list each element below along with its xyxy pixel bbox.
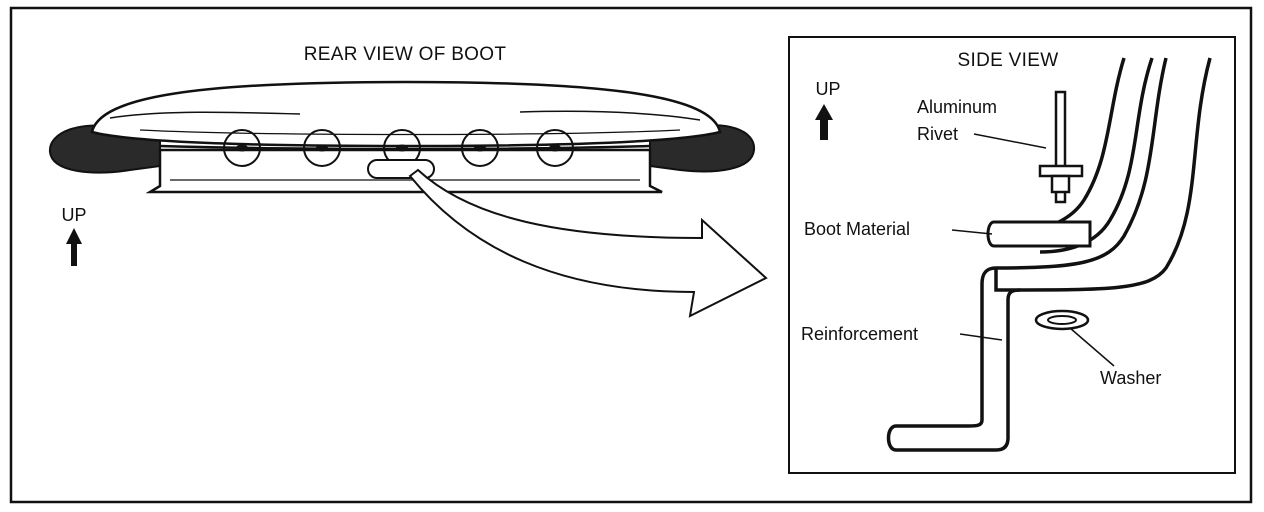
rivet-label: Rivet — [917, 124, 958, 144]
boot-crease-3 — [139, 129, 681, 136]
side-up-arrow-icon — [815, 104, 833, 140]
washer-leader-line — [1069, 327, 1115, 367]
boot-edge-curve-3 — [995, 57, 1168, 270]
rivet-leader-line — [973, 133, 1047, 149]
callout-arrow-icon — [408, 168, 768, 318]
reinforcement-profile — [886, 266, 1021, 452]
rear-up-arrow-icon — [66, 228, 82, 266]
rivet-marker — [223, 129, 261, 167]
boot-edge-curve-4 — [1003, 57, 1212, 292]
aluminum-rivet — [1038, 90, 1084, 204]
boot-crease-1 — [109, 111, 301, 119]
rivet-marker — [536, 129, 574, 167]
rivet-marker — [461, 129, 499, 167]
rivet-marker — [303, 129, 341, 167]
outer-frame — [9, 6, 1253, 504]
side-view-panel: SIDE VIEW UP Aluminum Rivet — [788, 36, 1236, 474]
boot-edge-curve-2 — [1039, 57, 1154, 254]
rear-up-label: UP — [61, 205, 86, 225]
boot-body — [90, 80, 722, 148]
boot-crease-2 — [519, 110, 701, 121]
rear-view-title: REAR VIEW OF BOOT — [304, 44, 507, 65]
reinforcement-label: Reinforcement — [801, 324, 918, 344]
washer-part — [1034, 309, 1090, 331]
boot-material-leader-line — [951, 229, 993, 235]
aluminum-label: Aluminum — [917, 97, 997, 117]
side-view-title: SIDE VIEW — [958, 50, 1059, 71]
side-up-label: UP — [815, 79, 840, 99]
reinforcement-leader-line — [959, 333, 1003, 341]
washer-label: Washer — [1100, 368, 1161, 388]
boot-material-label: Boot Material — [804, 219, 910, 239]
boot-material-tab — [986, 220, 1092, 248]
side-view-frame — [788, 36, 1236, 474]
rear-view-panel: REAR VIEW OF BOOT — [48, 44, 768, 318]
